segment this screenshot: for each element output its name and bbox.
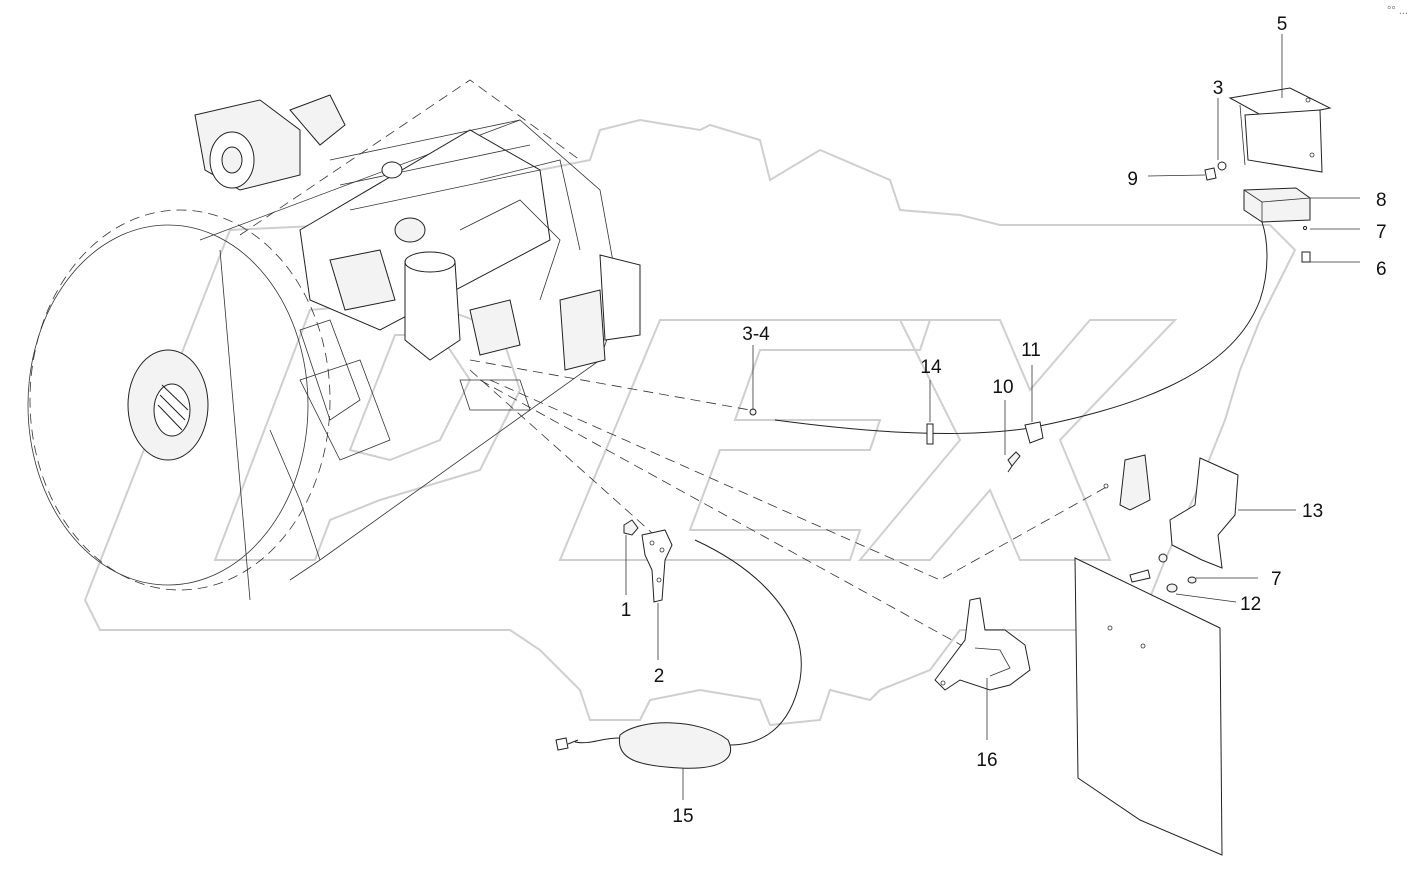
assembly-leader-lines (469, 359, 1111, 651)
clamp-11 (1024, 421, 1044, 444)
callout-3: 3 (1213, 78, 1224, 99)
part-13-cover (1169, 457, 1239, 569)
rubber-pad (1119, 454, 1151, 511)
callout-leaders (625, 34, 1360, 800)
washer-12a (1158, 553, 1168, 563)
callout-11: 11 (1021, 340, 1041, 361)
screw-10 (1007, 451, 1021, 467)
callout-12: 12 (1240, 594, 1261, 615)
part-1-2-bracket (623, 519, 673, 603)
nut-6 (1301, 251, 1311, 263)
callout-15: 15 (672, 806, 693, 827)
engine-assembly (27, 79, 641, 601)
callout-1: 1 (621, 600, 632, 621)
callout-13: 13 (1302, 501, 1323, 522)
part-16-bracket (934, 597, 1031, 691)
callout-7-top: 7 (1376, 222, 1387, 243)
callout-3-4: 3-4 (742, 324, 770, 345)
bolt-12a (1129, 569, 1151, 583)
callout-16: 16 (976, 750, 997, 771)
callout-2: 2 (654, 666, 665, 687)
nut-12 (1166, 583, 1178, 593)
sleeve-14 (926, 423, 934, 445)
washer-3 (1217, 161, 1227, 171)
callout-7-bottom: 7 (1271, 569, 1282, 590)
callout-5: 5 (1277, 14, 1288, 35)
callout-labels: 5 3 9 8 7 6 3-4 14 10 11 13 7 12 1 2 15 … (621, 14, 1387, 827)
washer-7 (1302, 225, 1308, 231)
callout-14: 14 (920, 357, 942, 378)
part-5-bracket (1228, 87, 1332, 173)
corner-mark: °° ... (1387, 5, 1408, 17)
callout-9: 9 (1127, 169, 1138, 190)
part-15-float-sender (555, 722, 731, 769)
cable-run (694, 221, 1268, 746)
washer-7b (1187, 576, 1197, 584)
mounting-panel (1074, 553, 1223, 856)
bolt-9 (1204, 167, 1217, 181)
part-8-sensor-box (1243, 187, 1311, 223)
callout-10: 10 (992, 377, 1013, 398)
callout-6: 6 (1376, 259, 1387, 280)
small-fasteners (749, 161, 1311, 489)
callout-8: 8 (1376, 190, 1387, 211)
